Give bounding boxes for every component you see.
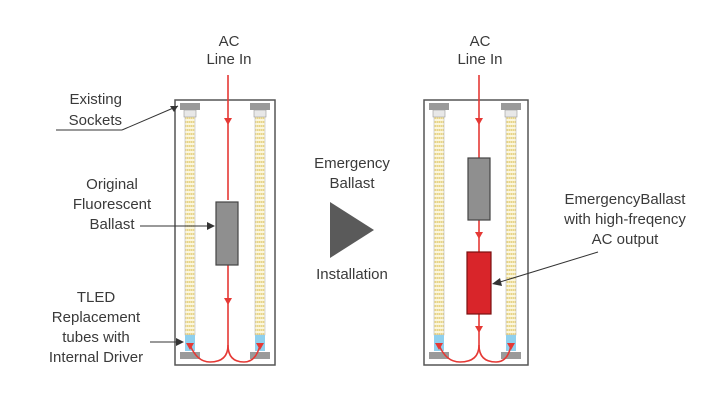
socket (250, 103, 270, 110)
tubes-with-label: tubes with (62, 329, 130, 346)
right-ac-line-in-label: AC Line In (457, 33, 502, 68)
internal-driver-label: Internal Driver (49, 349, 143, 366)
left-wire-arrows (186, 118, 264, 350)
original-label: Original (86, 176, 138, 193)
emergencyballast-label: EmergencyBallast (565, 191, 687, 208)
original-fluorescent-ballast (215, 201, 239, 266)
socket (501, 352, 521, 359)
line-in-label: Line In (457, 51, 502, 68)
socket (250, 352, 270, 359)
callout-arrowhead (170, 106, 178, 112)
ac-label: AC (219, 33, 240, 50)
socket (501, 103, 521, 110)
ac-output-label: AC output (592, 231, 660, 248)
socket (429, 352, 449, 359)
ballast-label: Ballast (329, 175, 375, 192)
fluorescent-label: Fluorescent (73, 196, 152, 213)
existing-label: Existing (69, 91, 122, 108)
play-arrow-icon (330, 202, 374, 258)
middle-transition: Emergency Ballast Installation (314, 155, 390, 283)
replacement-label: Replacement (52, 309, 141, 326)
line-in-label: Line In (206, 51, 251, 68)
callout-arrowhead (492, 278, 502, 286)
existing-sockets-callout: Existing Sockets (56, 91, 179, 131)
left-ac-line-in-label: AC Line In (206, 33, 251, 68)
original-ballast-callout: Original Fluorescent Ballast (73, 176, 215, 233)
socket (429, 103, 449, 110)
emergency-ballast-callout: EmergencyBallast with high-freqency AC o… (492, 191, 686, 286)
right-wire-arrows (435, 118, 515, 350)
relocated-original-ballast (467, 157, 491, 221)
ballast-label: Ballast (89, 216, 135, 233)
callout-arrowhead (176, 338, 184, 346)
tled-callout: TLED Replacement tubes with Internal Dri… (49, 289, 184, 366)
installation-label: Installation (316, 266, 388, 283)
callout-arrowhead (207, 222, 215, 230)
socket (180, 103, 200, 110)
left-fixture (174, 75, 276, 366)
right-fixture (423, 75, 529, 366)
emergency-label: Emergency (314, 155, 390, 172)
ac-label: AC (470, 33, 491, 50)
socket (180, 352, 200, 359)
tled-label: TLED (77, 289, 116, 306)
emergency-ballast (466, 251, 492, 315)
high-frequency-label: with high-freqency (563, 211, 686, 228)
sockets-label: Sockets (69, 112, 122, 129)
